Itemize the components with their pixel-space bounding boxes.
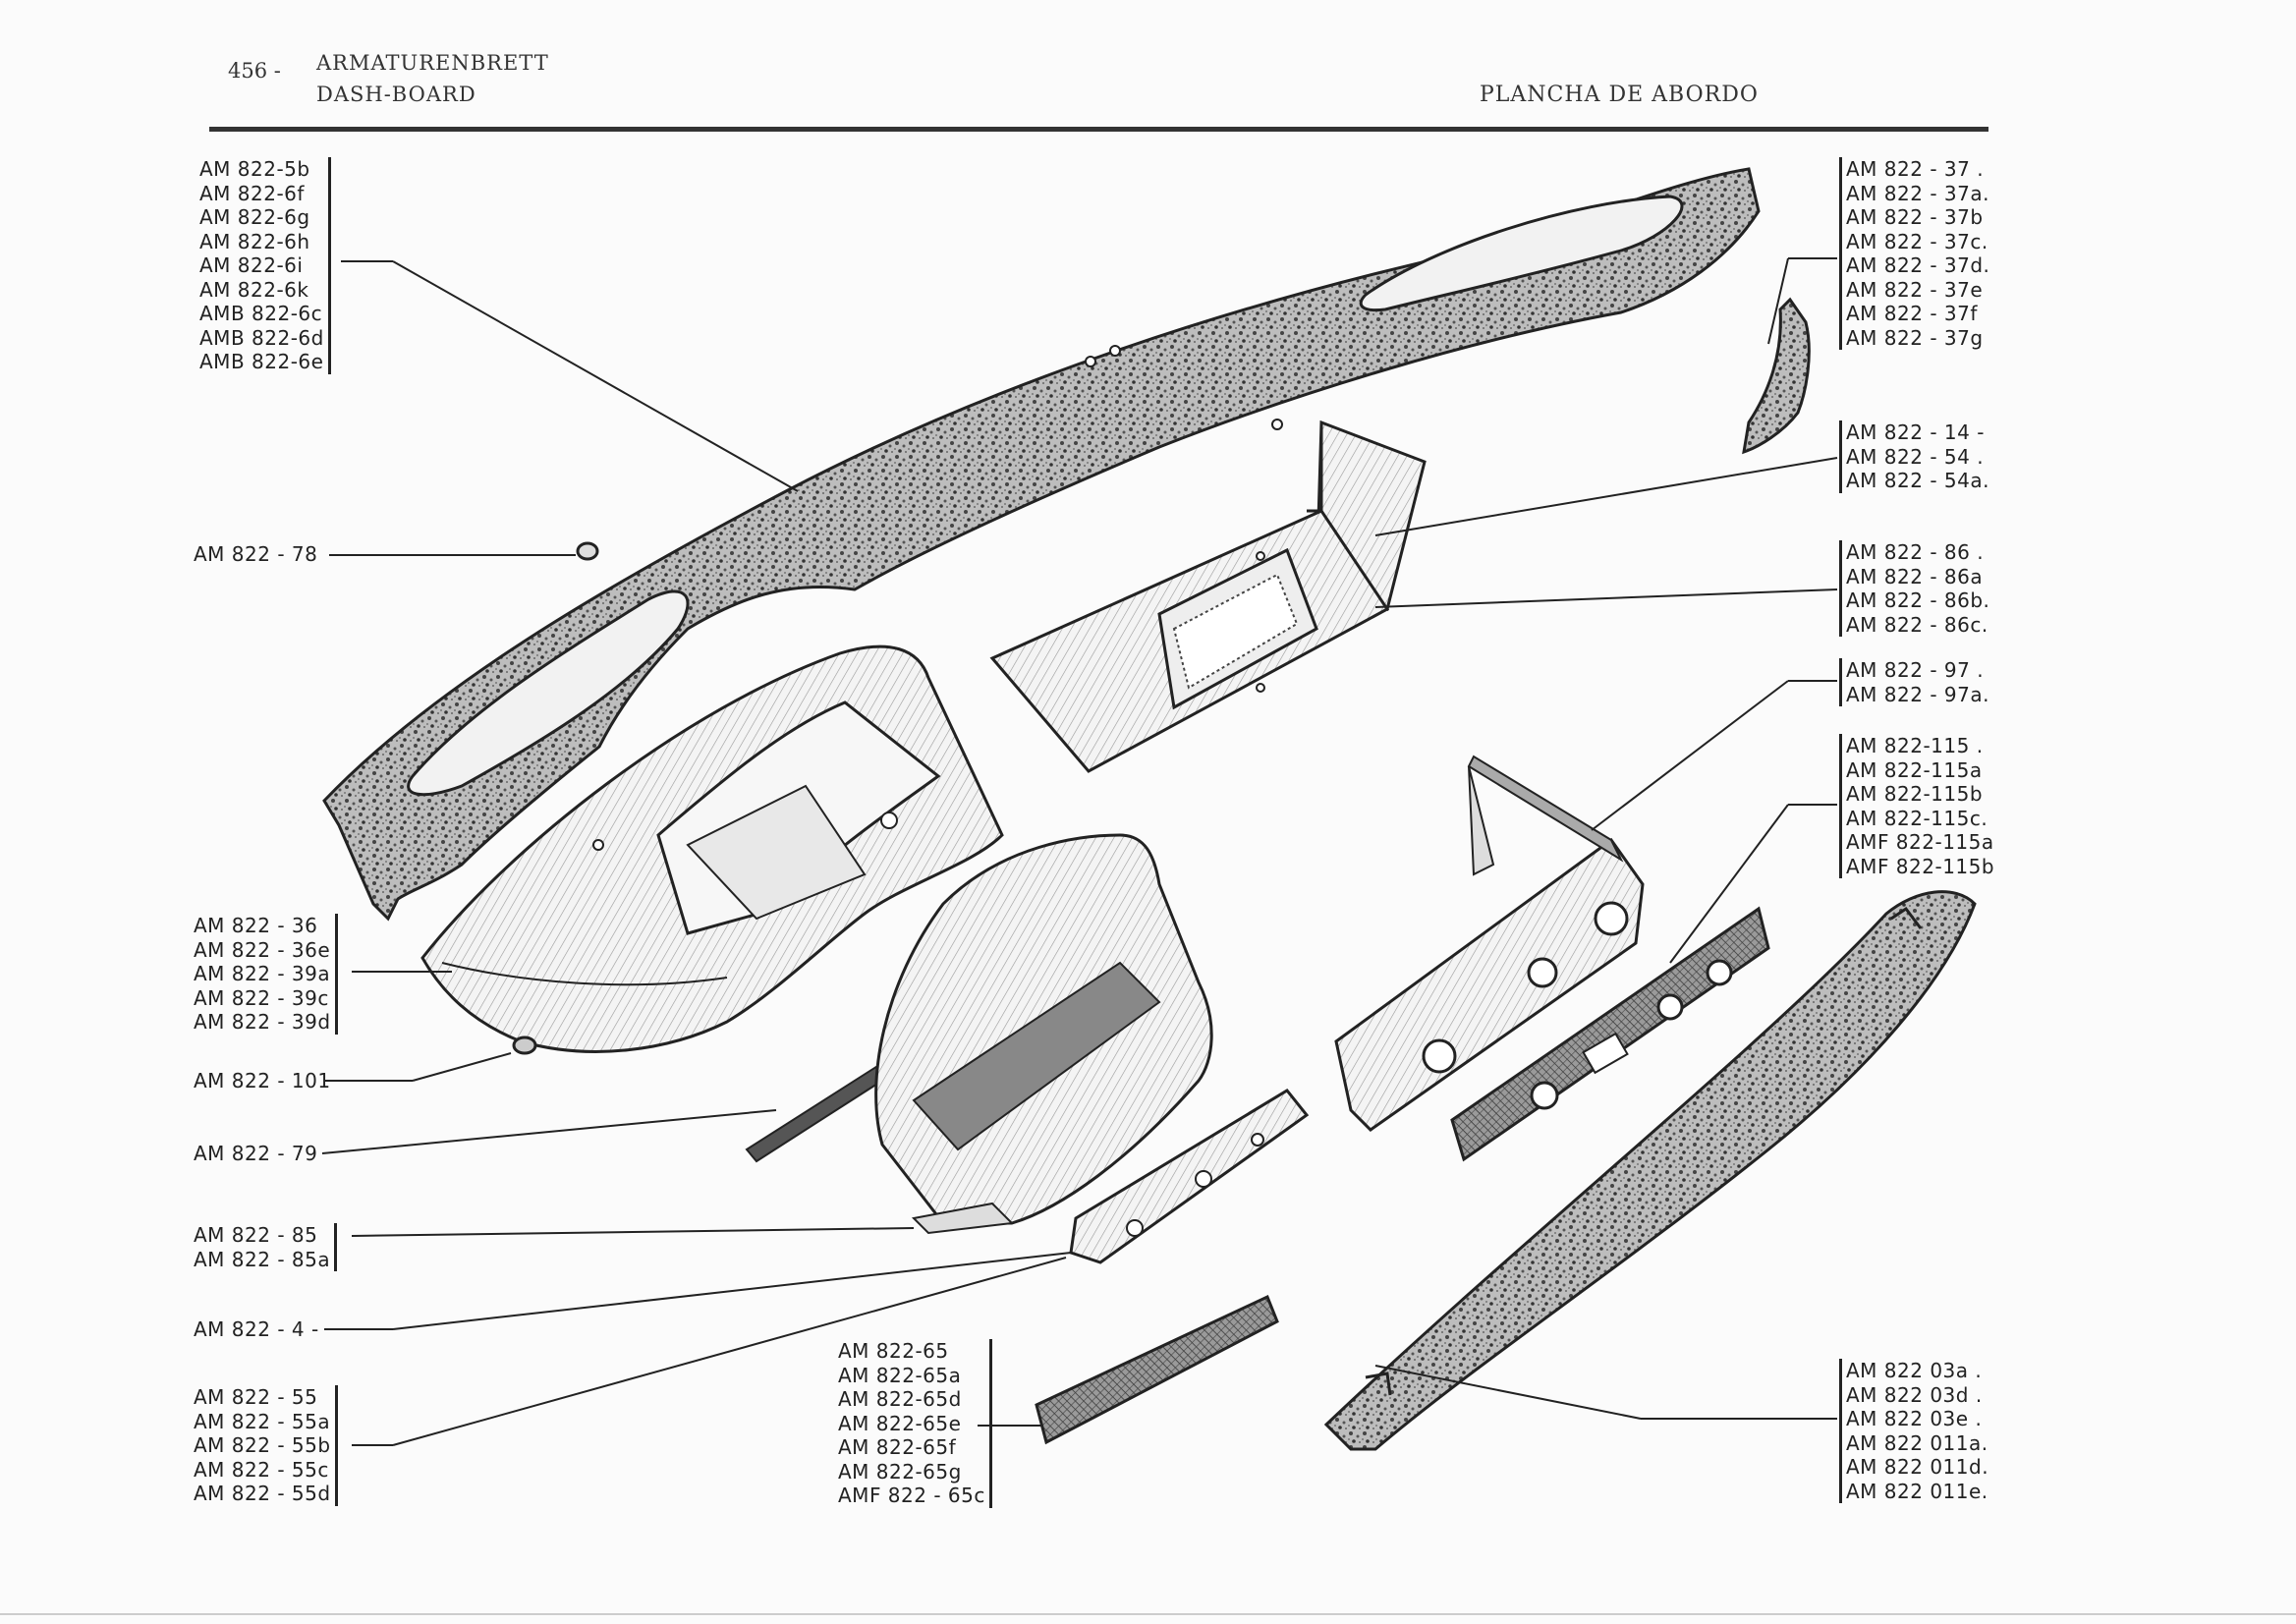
label: AM 822 011d. [1846, 1455, 1989, 1479]
label: AM 822 011a. [1846, 1430, 1988, 1455]
label: AM 822-65g [838, 1459, 962, 1484]
switch-bracket-part [1334, 755, 1645, 1132]
label: AM 822 - 37g [1846, 325, 1984, 350]
label: AM 822 03d . [1846, 1382, 1983, 1407]
label: AM 822 - 55c [194, 1457, 329, 1482]
label: AM 822-6g [199, 205, 310, 229]
label: AM 822-115b [1846, 782, 1984, 806]
cluster-housing-part [874, 833, 1213, 1235]
label: AMF 822-115a [1846, 830, 1994, 854]
label: AMF 822 - 65c [838, 1484, 985, 1507]
label: AM 822-6f [199, 181, 305, 205]
title-spanish: PLANCHA DE ABORDO [1480, 83, 1759, 107]
labels-lower-rail: AM 822 03a . AM 822 03d . AM 822 03e . A… [1839, 1359, 1988, 1503]
label: AM 822-65a [838, 1363, 962, 1387]
label: AM 822 - 97 . [1846, 658, 1985, 682]
label: AM 822-6k [199, 277, 309, 302]
end-cap-part [1742, 297, 1811, 455]
lower-rail-part [1323, 890, 1977, 1451]
label-washer: AM 822 - 101 [194, 1069, 331, 1092]
label: AMB 822-6e [199, 350, 324, 373]
label: AM 822 - 37c. [1846, 229, 1988, 253]
label: AM 822 - 85 [194, 1223, 318, 1247]
label: AM 822 03a . [1846, 1359, 1983, 1382]
labels-instrument-housing: AM 822 - 36 AM 822 - 36e AM 822 - 39a AM… [194, 914, 338, 1035]
label: AM 822 - 54a. [1846, 469, 1989, 492]
labels-end-cap: AM 822 - 37 . AM 822 - 37a. AM 822 - 37b… [1839, 157, 1989, 350]
page-number: 456 - [228, 59, 281, 83]
scan-edge [0, 1613, 2296, 1615]
labels-dash-top: AM 822-5b AM 822-6f AM 822-6g AM 822-6h … [199, 157, 331, 374]
label: AM 822-115a [1846, 757, 1983, 782]
grommet-part [576, 541, 599, 561]
glovebox-part [989, 420, 1427, 773]
label: AM 822 - 86c. [1846, 612, 1988, 637]
label: AM 822 - 97a. [1846, 682, 1989, 706]
label-small-bracket: AM 822 - 4 - [194, 1317, 319, 1341]
switch-panel-part [1450, 906, 1770, 1162]
label: AM 822-65f [838, 1435, 957, 1459]
label: AM 822 - 36e [194, 937, 331, 962]
label: AM 822 - 37e [1846, 277, 1984, 302]
instrument-housing-part [420, 644, 1004, 1053]
label: AM 822 - 86 . [1846, 540, 1985, 564]
labels-small-trim: AM 822-65 AM 822-65a AM 822-65d AM 822-6… [838, 1339, 992, 1508]
label: AMB 822-6d [199, 325, 324, 350]
small-bracket-part [1069, 1089, 1310, 1264]
label: AM 822 - 37a. [1846, 181, 1989, 205]
labels-switch-panel: AM 822-115 . AM 822-115a AM 822-115b AM … [1839, 734, 1994, 878]
small-trim-part [1035, 1294, 1279, 1445]
label: AM 822 - 36 [194, 914, 318, 937]
label: AM 822-6h [199, 229, 310, 253]
label: AM 822 - 37b [1846, 205, 1984, 229]
labels-small-plate: AM 822 - 55 AM 822 - 55a AM 822 - 55b AM… [194, 1385, 338, 1506]
label: AM 822 - 55d [194, 1482, 331, 1505]
labels-switch-bracket: AM 822 - 97 . AM 822 - 97a. [1839, 658, 1989, 706]
leader-lines [321, 257, 1838, 1446]
labels-cluster: AM 822 - 85 AM 822 - 85a [194, 1223, 338, 1271]
label: AMB 822-6c [199, 302, 323, 325]
label: AM 822 - 14 - [1846, 420, 1985, 444]
label: AM 822 - 85a [194, 1247, 331, 1271]
label-grommet: AM 822 - 78 [194, 542, 318, 566]
label: AM 822 - 37f [1846, 302, 1978, 325]
dashboard-top-pad [322, 167, 1761, 922]
label: AM 822 011e. [1846, 1479, 1988, 1503]
label: AMF 822-115b [1846, 854, 1995, 878]
label: AM 822 - 55a [194, 1409, 331, 1433]
label: AM 822 - 55b [194, 1433, 331, 1457]
label: AM 822 - 37d. [1846, 253, 1990, 277]
label: AM 822 - 37 . [1846, 157, 1985, 181]
washer-part [512, 1036, 537, 1055]
header-rule [209, 127, 1988, 132]
label: AM 822 - 54 . [1846, 444, 1985, 469]
label: AM 822 - 86b. [1846, 588, 1990, 612]
label: AM 822 - 86a [1846, 564, 1984, 588]
label: AM 822-5b [199, 157, 310, 181]
label: AM 822-65 [838, 1339, 949, 1363]
label: AM 822-6i [199, 253, 304, 277]
label: AM 822 - 39a [194, 962, 331, 985]
title-german: ARMATURENBRETT [316, 51, 549, 75]
label: AM 822-115 . [1846, 734, 1984, 757]
label-rod: AM 822 - 79 [194, 1142, 318, 1165]
label: AM 822-115c. [1846, 806, 1988, 830]
label: AM 822 03e . [1846, 1407, 1983, 1430]
label: AM 822-65d [838, 1387, 962, 1411]
label: AM 822 - 55 [194, 1385, 318, 1409]
label: AM 822 - 39c [194, 985, 329, 1010]
labels-glovebox-panel: AM 822 - 86 . AM 822 - 86a AM 822 - 86b.… [1839, 540, 1989, 637]
title-english: DASH-BOARD [316, 83, 476, 106]
label: AM 822-65e [838, 1411, 962, 1435]
label: AM 822 - 39d [194, 1010, 331, 1034]
labels-glovebox: AM 822 - 14 - AM 822 - 54 . AM 822 - 54a… [1839, 420, 1989, 493]
